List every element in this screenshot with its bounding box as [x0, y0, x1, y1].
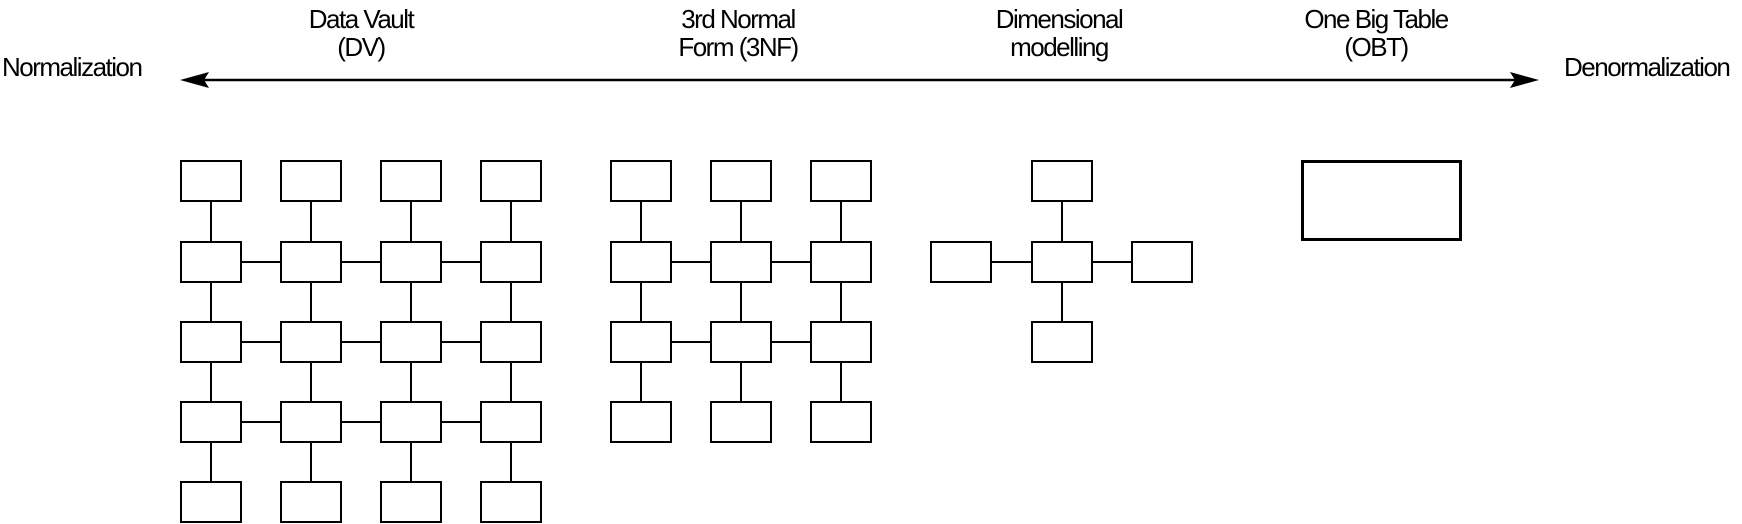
entity-box: [280, 160, 342, 202]
entity-box: [480, 481, 542, 523]
connector-line: [640, 202, 642, 241]
entity-box: [930, 241, 992, 283]
entity-box: [710, 321, 772, 363]
normalization-label: Normalization: [2, 52, 143, 82]
connector-line: [442, 421, 480, 423]
connector-line: [342, 421, 380, 423]
arrow-left-head-icon: [180, 72, 209, 88]
entity-box: [810, 321, 872, 363]
connector-line: [510, 363, 512, 401]
connector-line: [1093, 261, 1131, 263]
connector-line: [1061, 202, 1063, 241]
connector-line: [310, 443, 312, 481]
connector-line: [310, 202, 312, 241]
connector-line: [672, 261, 710, 263]
entity-box: [810, 241, 872, 283]
entity-box: [610, 241, 672, 283]
entity-box: [380, 321, 442, 363]
connector-line: [442, 261, 480, 263]
connector-line: [772, 341, 810, 343]
connector-line: [410, 283, 412, 321]
connector-line: [992, 261, 1031, 263]
entity-box: [380, 401, 442, 443]
arrow-right-head-icon: [1510, 72, 1539, 88]
connector-line: [242, 341, 280, 343]
connector-line: [210, 443, 212, 481]
connector-line: [210, 202, 212, 241]
connector-line: [242, 421, 280, 423]
entity-box: [480, 241, 542, 283]
third-normal-form-label: 3rd Normal Form (3NF): [678, 4, 799, 62]
connector-line: [840, 202, 842, 241]
entity-box: [180, 321, 242, 363]
entity-box: [610, 401, 672, 443]
connector-line: [342, 341, 380, 343]
connector-line: [510, 283, 512, 321]
entity-box: [280, 321, 342, 363]
entity-box: [280, 241, 342, 283]
entity-box: [610, 321, 672, 363]
connector-line: [740, 283, 742, 321]
entity-box: [380, 160, 442, 202]
entity-box: [480, 321, 542, 363]
entity-box: [180, 241, 242, 283]
connector-line: [772, 261, 810, 263]
entity-box: [480, 401, 542, 443]
entity-box: [710, 160, 772, 202]
connector-line: [410, 363, 412, 401]
connector-line: [410, 202, 412, 241]
denormalization-label: Denormalization: [1564, 52, 1731, 82]
connector-line: [310, 283, 312, 321]
entity-box: [810, 401, 872, 443]
entity-box: [1031, 321, 1093, 363]
connector-line: [310, 363, 312, 401]
entity-box: [1031, 160, 1093, 202]
entity-box: [480, 160, 542, 202]
connector-line: [342, 261, 380, 263]
connector-line: [210, 283, 212, 321]
entity-box: [280, 481, 342, 523]
connector-line: [640, 283, 642, 321]
entity-box: [710, 241, 772, 283]
entity-box: [810, 160, 872, 202]
entity-box: [180, 160, 242, 202]
one-big-table-label: One Big Table (OBT): [1304, 4, 1449, 62]
entity-box: [710, 401, 772, 443]
connector-line: [840, 363, 842, 401]
entity-box: [1131, 241, 1193, 283]
connector-line: [1061, 283, 1063, 321]
connector-line: [510, 443, 512, 481]
entity-box: [380, 481, 442, 523]
connector-line: [740, 202, 742, 241]
dimensional-modelling-label: Dimensional modelling: [995, 4, 1124, 62]
entity-box: [1301, 160, 1462, 241]
entity-box: [380, 241, 442, 283]
entity-box: [1031, 241, 1093, 283]
connector-line: [840, 283, 842, 321]
entity-box: [180, 401, 242, 443]
connector-line: [510, 202, 512, 241]
connector-line: [242, 261, 280, 263]
connector-line: [672, 341, 710, 343]
connector-line: [442, 341, 480, 343]
connector-line: [740, 363, 742, 401]
entity-box: [610, 160, 672, 202]
entity-box: [180, 481, 242, 523]
entity-box: [280, 401, 342, 443]
connector-line: [640, 363, 642, 401]
connector-line: [210, 363, 212, 401]
data-vault-label: Data Vault (DV): [308, 4, 415, 62]
connector-line: [410, 443, 412, 481]
